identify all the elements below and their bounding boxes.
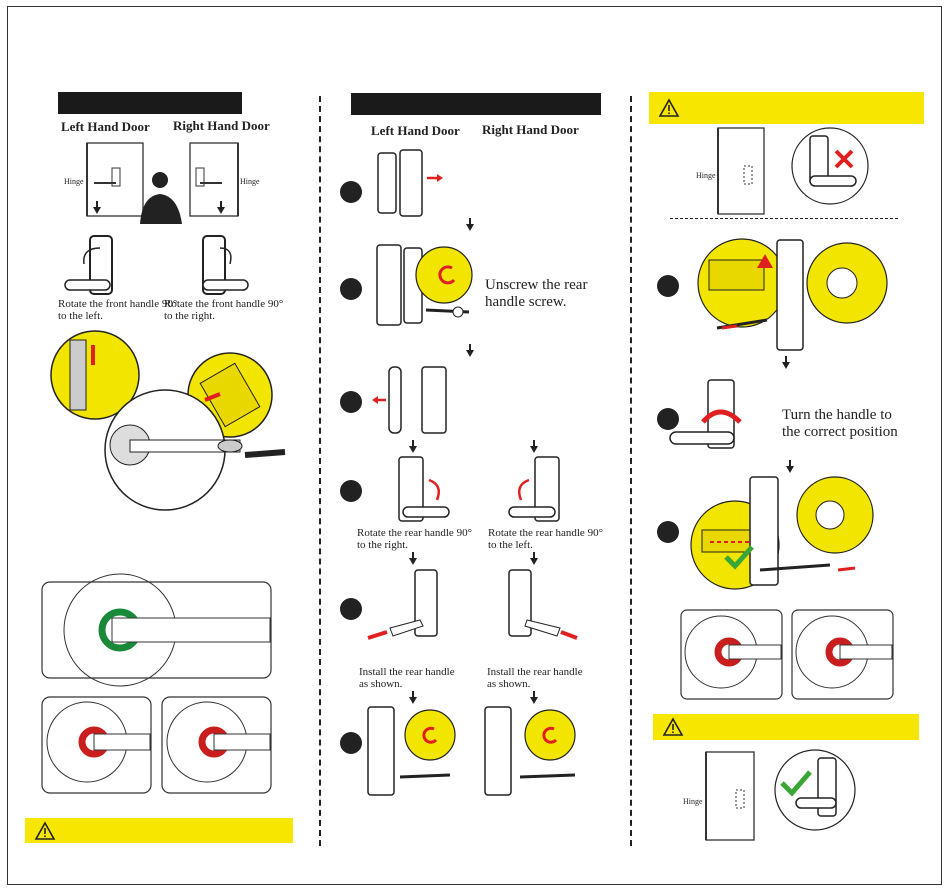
correct-alignment-illustration <box>690 476 874 590</box>
down-arrow-icon <box>530 552 538 565</box>
correct-orientation-illustration <box>705 749 856 841</box>
mid-left-hand-door-label: Left Hand Door <box>371 123 460 138</box>
front-handle-rotation-illustration <box>64 235 249 295</box>
right-hand-door-label: Right Hand Door <box>173 118 270 133</box>
hinge-label-bottom-right: Hinge <box>683 797 703 806</box>
rotate-rear-handle-illustration <box>398 456 560 522</box>
left-hand-door-label: Left Hand Door <box>61 119 150 134</box>
section-header-bar-left <box>58 92 242 114</box>
section-separator <box>670 218 898 219</box>
warning-triangle-icon <box>662 717 684 736</box>
down-arrow-icon <box>93 201 101 214</box>
step-number-marker <box>340 732 362 754</box>
door-illustrations <box>86 142 239 224</box>
down-arrow-icon <box>530 440 538 453</box>
down-arrow-icon <box>466 344 474 357</box>
down-arrow-icon <box>217 201 225 214</box>
column-divider-left <box>319 96 321 846</box>
warning-triangle-icon <box>658 98 680 117</box>
warning-triangle-icon <box>34 820 56 840</box>
step-number-marker <box>657 275 679 297</box>
hinge-label-top-right: Hinge <box>696 171 716 180</box>
down-arrow-icon <box>409 691 417 704</box>
hinge-label-left: Hinge <box>64 177 84 186</box>
page-frame <box>7 6 942 885</box>
red-ring-panel-right-a <box>680 609 783 700</box>
wrong-orientation-illustration <box>717 127 869 215</box>
down-arrow-icon <box>530 691 538 704</box>
step-number-marker <box>657 521 679 543</box>
down-arrow-icon <box>782 356 790 369</box>
down-arrow-icon <box>409 552 417 565</box>
green-ring-detail-panel <box>41 573 272 687</box>
step-number-marker <box>340 391 362 413</box>
spindle-detail-illustration <box>50 330 286 511</box>
turn-handle-illustration <box>669 379 742 449</box>
caption-rotate-rear-left: Rotate the rear handle 90°to the left. <box>488 527 603 551</box>
section-header-bar-middle <box>351 93 601 115</box>
caption-rotate-left: Rotate the front handle 90°to the left. <box>58 298 178 322</box>
down-arrow-icon <box>409 440 417 453</box>
cross-icon <box>834 149 854 169</box>
red-ring-detail-panel-left <box>41 696 152 794</box>
check-icon <box>780 770 812 797</box>
caption-rotate-right: Rotate the front handle 90°to the right. <box>164 298 284 322</box>
unscrew-rear-handle-illustration <box>376 244 473 326</box>
down-arrow-icon <box>466 218 474 231</box>
step-number-marker <box>657 408 679 430</box>
red-ring-detail-panel-right <box>161 696 272 794</box>
column-divider-right <box>630 96 632 846</box>
hinge-label-right: Hinge <box>240 177 260 186</box>
step-number-marker <box>340 480 362 502</box>
check-icon <box>724 545 754 570</box>
step-number-marker <box>340 278 362 300</box>
red-ring-panel-right-b <box>791 609 894 700</box>
install-rear-handle-illustration <box>367 569 578 640</box>
down-arrow-icon <box>786 460 794 473</box>
mid-right-hand-door-label: Right Hand Door <box>482 122 579 137</box>
warning-banner-bottom-right <box>653 714 919 740</box>
tighten-rear-screw-illustration <box>367 706 576 796</box>
step-number-marker <box>340 181 362 203</box>
latch-alignment-illustration <box>697 238 888 351</box>
caption-rotate-rear-right: Rotate the rear handle 90°to the right. <box>357 527 472 551</box>
remove-rear-handle-illustration <box>372 366 447 434</box>
warning-banner-bottom-left <box>25 818 293 843</box>
lock-disassembly-illustration <box>377 149 443 217</box>
warning-banner-top-right <box>649 92 924 124</box>
step-number-marker <box>340 598 362 620</box>
